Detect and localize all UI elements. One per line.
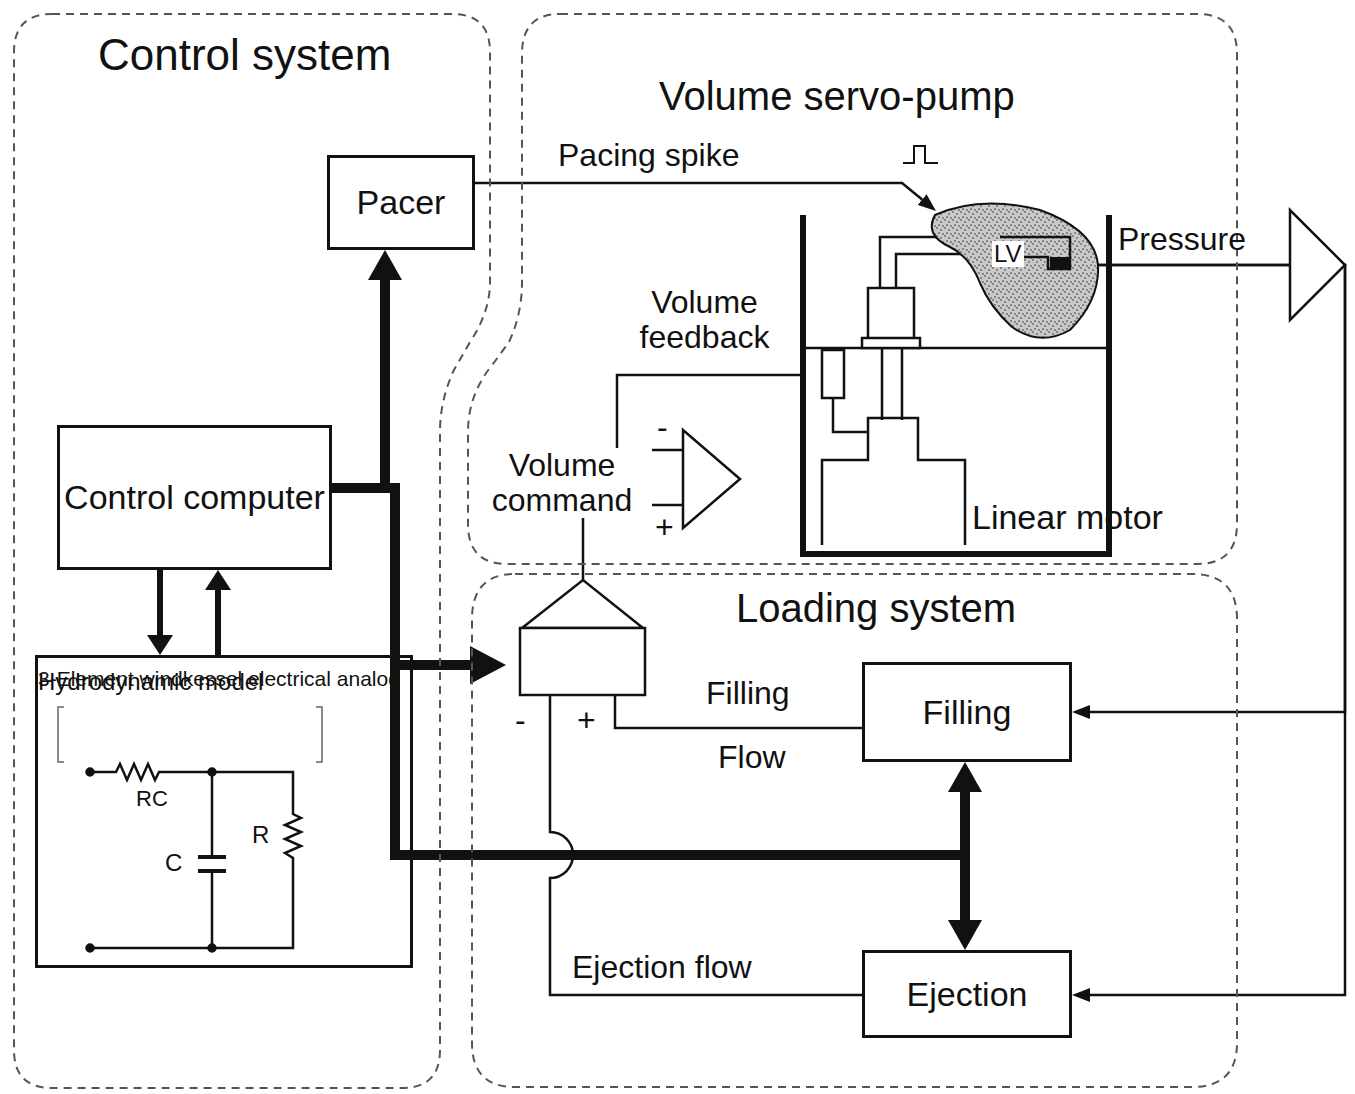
component-label: RC [136, 787, 168, 811]
connector-arrow [475, 183, 922, 200]
summing-amplifier [522, 580, 643, 628]
pulse-symbol [903, 146, 938, 163]
pressure-amplifier [1290, 210, 1345, 320]
summing-amplifier [520, 580, 862, 995]
signal-label: + [577, 703, 596, 738]
region-outline: Control systemPacerControl computerHydro… [12, 12, 492, 1090]
signal-label: Ejection flow [572, 950, 752, 985]
signal-label: - [515, 703, 526, 738]
region-outline: Loading systemFillingEjection [470, 572, 1240, 1090]
windkessel-circuit [209, 945, 216, 952]
component-label: R [252, 822, 269, 848]
linear-motor-mechanism [862, 338, 920, 348]
process-box: Control computer [57, 425, 332, 570]
signal-label: Filling [706, 676, 790, 711]
process-box: Pacer [327, 155, 475, 250]
connector-arrow [215, 590, 221, 655]
model-subtitle: 3-Element windkessel electrical analog [38, 666, 288, 691]
volume-comparator [617, 375, 800, 450]
signal-label: Flow [718, 740, 786, 775]
edge-label: Pacing spike [558, 138, 739, 173]
linear-motor-mechanism [806, 347, 1106, 350]
windkessel-circuit [87, 945, 94, 952]
region-title: Control system [94, 30, 395, 80]
linear-motor-mechanism [822, 418, 965, 545]
windkessel-circuit [209, 769, 216, 776]
linear-motor-mechanism [833, 398, 868, 432]
pressure-amplifier [1290, 210, 1345, 320]
windkessel-circuit [87, 769, 94, 776]
process-box: Ejection [862, 950, 1072, 1038]
signal-label: + [655, 510, 674, 545]
catheter-tip [1050, 257, 1070, 269]
component-label: C [165, 850, 182, 876]
connector-arrow [1090, 265, 1345, 995]
windkessel-circuit [198, 857, 226, 871]
connector-arrow [157, 570, 163, 635]
connector-arrow [332, 280, 385, 488]
signal-label: Volume command [472, 448, 652, 518]
summing-amplifier [550, 695, 862, 995]
ventricle-wall [932, 204, 1098, 338]
connector-arrow [1090, 265, 1345, 712]
windkessel-circuit [58, 707, 322, 762]
windkessel-circuit [90, 764, 301, 948]
bus-arrow [390, 646, 506, 684]
dashed-outline [14, 14, 490, 1088]
region-title: Volume servo-pump [655, 74, 1019, 119]
signal-label: - [657, 410, 668, 445]
signal-label: Pressure [1118, 222, 1246, 257]
box-label: Control computer [64, 475, 325, 519]
model-box: Hydrodynamic model3-Element windkessel e… [35, 655, 413, 968]
ventricle-outline [920, 195, 1100, 345]
box-label: Ejection [907, 972, 1028, 1016]
windkessel-circuit [211, 772, 214, 948]
dashed-outline [468, 14, 1237, 564]
volume-comparator [683, 430, 740, 528]
box-label: Pacer [357, 180, 446, 224]
dashed-outline [472, 574, 1237, 1087]
box-label: Filling [923, 690, 1012, 734]
linear-motor-mechanism [868, 288, 914, 340]
process-box: Filling [862, 662, 1072, 762]
linear-motor-mechanism [822, 350, 844, 398]
bus-arrow [390, 660, 472, 670]
bus-arrow [470, 646, 506, 684]
motor-label: Linear motor [972, 495, 1102, 539]
linear-motor-mechanism [882, 348, 902, 420]
region-title: Loading system [732, 586, 1020, 631]
pulse-symbol [903, 146, 938, 163]
summing-amplifier [520, 628, 645, 695]
ventricle-label: LV [992, 241, 1024, 267]
ventricle-shape: LV [920, 195, 1100, 345]
signal-label: Volume feedback [612, 285, 797, 355]
region-border [470, 572, 1240, 1090]
windkessel-circuit [58, 707, 322, 952]
